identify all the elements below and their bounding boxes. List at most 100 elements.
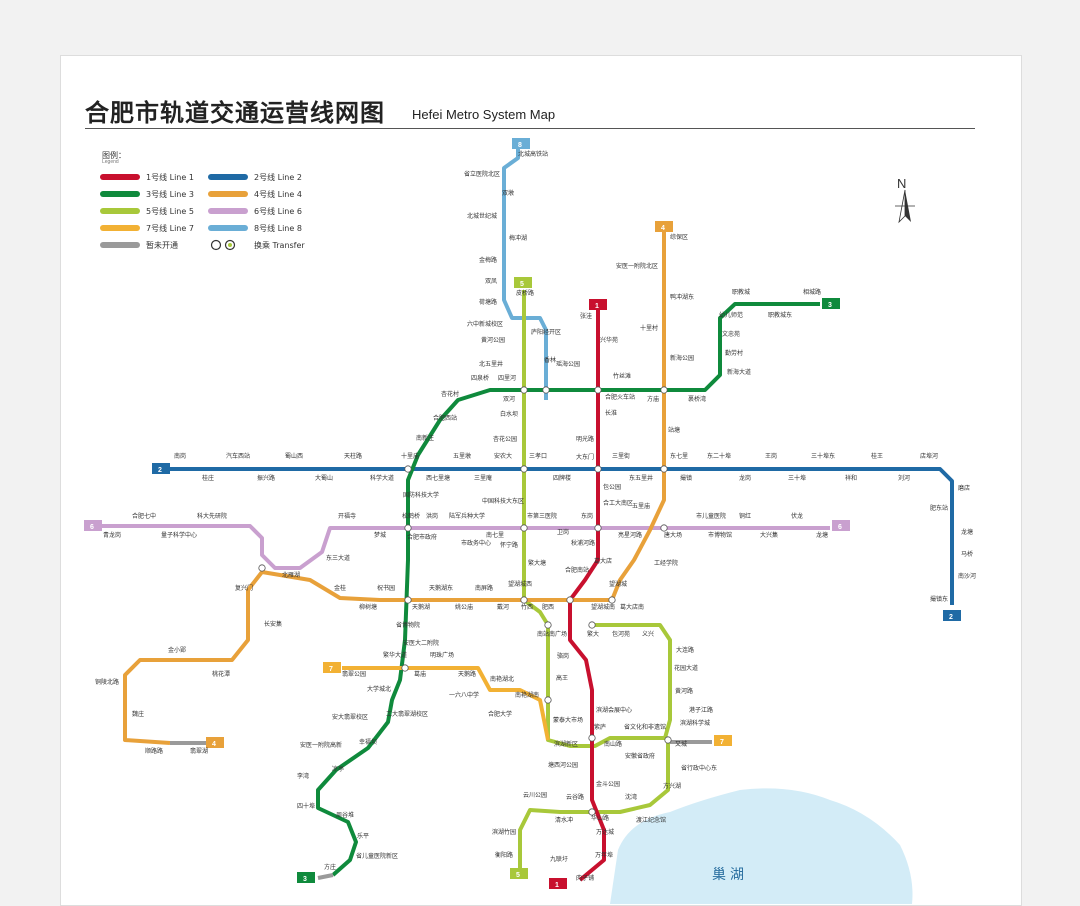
station-label: 繁大塘 bbox=[528, 559, 546, 567]
station-label: 张洼 bbox=[580, 312, 592, 320]
legend-label: 4号线 Line 4 bbox=[254, 189, 302, 199]
station-label: 望湖城南 bbox=[591, 603, 615, 611]
station-label: 桂王 bbox=[871, 452, 883, 460]
station-label: 裹桥湾 bbox=[688, 395, 706, 403]
station-label: 四十埠 bbox=[297, 802, 315, 810]
station-label: 东岗 bbox=[581, 512, 593, 520]
station-label: 科学大道 bbox=[370, 474, 394, 482]
station-label: 安徽省政府 bbox=[625, 752, 655, 760]
station-label: 职教城 bbox=[732, 288, 750, 296]
legend-item-transfer: 换乘 Transfer bbox=[208, 239, 305, 251]
station-label: 四牌楼 bbox=[553, 474, 571, 482]
station-label: 翡翠湖 bbox=[190, 747, 208, 755]
station-label: 塘西河公园 bbox=[548, 761, 578, 769]
station-label: 黄河路 bbox=[675, 687, 693, 695]
station-label: 三孝口 bbox=[529, 452, 547, 460]
station-label: 合工大南区 bbox=[603, 499, 633, 507]
station-label: 明珠广场 bbox=[430, 651, 454, 659]
station-label: 华山路 bbox=[591, 814, 609, 822]
station-label: 九联圩 bbox=[550, 855, 568, 863]
legend-item-line4: 4号线 Line 4 bbox=[208, 188, 302, 200]
station-label: 洪岗 bbox=[426, 512, 438, 520]
station-label: 繁大 bbox=[587, 630, 599, 638]
station-label: 天鹅湖东 bbox=[429, 584, 453, 592]
station-label: 衡阳路 bbox=[495, 851, 513, 859]
station-label: 竹丝滩 bbox=[613, 372, 631, 380]
station-label: 南岗 bbox=[174, 452, 186, 460]
station-label: 合肥大学 bbox=[488, 710, 512, 718]
station-label: 云川公园 bbox=[523, 792, 547, 799]
station-label: 东二十埠 bbox=[707, 452, 731, 460]
station-label: 陆军兵种大学 bbox=[449, 512, 485, 520]
legend-item-line6: 6号线 Line 6 bbox=[208, 205, 302, 217]
station-label: 新海公园 bbox=[670, 354, 694, 362]
legend-label: 7号线 Line 7 bbox=[146, 223, 194, 233]
station-label: 合肥南站 bbox=[565, 566, 589, 574]
line5-route bbox=[522, 290, 672, 748]
title-divider bbox=[85, 128, 975, 129]
station-label: 省博物院 bbox=[396, 621, 420, 629]
station-label: 伏龙 bbox=[791, 512, 803, 520]
station-label: 大兴集 bbox=[760, 531, 778, 539]
legend: 图例： Legend 1号线 Line 1 2号线 Line 2 3号线 Lin… bbox=[100, 150, 330, 260]
station-label: 合肥市政府 bbox=[407, 533, 437, 541]
station-label: 香林 bbox=[544, 356, 556, 364]
legend-item-line2: 2号线 Line 2 bbox=[208, 171, 302, 183]
station-label: 繁华大道 bbox=[383, 651, 407, 659]
legend-title: 图例： bbox=[102, 151, 126, 160]
station-label: 文忠苑 bbox=[722, 330, 740, 338]
station-label: 瑶海公园 bbox=[556, 360, 580, 368]
station-label: 皮桥路 bbox=[516, 289, 534, 297]
station-label: 李湾 bbox=[297, 772, 309, 780]
station-label: 双河 bbox=[503, 395, 515, 403]
station-label: 五里墩 bbox=[453, 452, 471, 460]
station-label: 省行政中心东 bbox=[681, 764, 717, 772]
station-label: 西七里塘 bbox=[426, 474, 450, 482]
line7-swatch bbox=[100, 225, 140, 231]
station-label: 怀宁路 bbox=[500, 541, 518, 549]
station-label: 金桂 bbox=[334, 584, 346, 592]
station-label: 店埠河 bbox=[920, 452, 938, 460]
station-label: 滨湖竹园 bbox=[492, 828, 516, 836]
station-label: 庐阳经开区 bbox=[531, 328, 561, 336]
station-label: 包公园 bbox=[603, 483, 621, 491]
station-label: 花园大道 bbox=[674, 664, 698, 672]
station-label: 省文化和非遗馆 bbox=[624, 723, 666, 731]
station-label: 唐大场 bbox=[664, 531, 682, 539]
station-label: 三里街 bbox=[612, 452, 630, 460]
legend-label: 8号线 Line 8 bbox=[254, 223, 302, 233]
station-label: 国防科技大学 bbox=[403, 491, 439, 499]
station-label: 杏花公园 bbox=[493, 435, 517, 443]
station-label: 北雁湖 bbox=[282, 571, 300, 579]
station-label: 高王 bbox=[556, 674, 568, 682]
station-label: 一六八中学 bbox=[449, 691, 479, 699]
station-label: 安医大二附院 bbox=[403, 639, 439, 647]
line-badges: 1 1 2 2 3 3 4 4 5 5 6 6 7 7 8 bbox=[84, 138, 961, 889]
station-label: 兴华苑 bbox=[600, 336, 618, 344]
badge-line5-south: 5 bbox=[516, 872, 520, 879]
station-label: 天柱路 bbox=[344, 452, 362, 460]
station-label: 合肥七中 bbox=[132, 512, 156, 520]
station-label: 肥西 bbox=[542, 604, 554, 611]
station-label: 科大先研院 bbox=[197, 512, 227, 520]
legend-item-line7: 7号线 Line 7 bbox=[100, 222, 194, 234]
station-label: 安医一附院高新 bbox=[300, 741, 342, 749]
station-label: 龙塘 bbox=[816, 531, 828, 539]
line2-swatch bbox=[208, 174, 248, 180]
station-label: 亮星河路 bbox=[618, 531, 642, 539]
station-label: 南屏路 bbox=[475, 584, 493, 592]
legend-item-not-open: 暂未开通 bbox=[100, 239, 178, 251]
station-label: 北五里井 bbox=[479, 360, 503, 368]
station-label: 金斗公园 bbox=[596, 780, 620, 788]
station-label: 望湖城西 bbox=[508, 580, 532, 588]
line8-route bbox=[502, 148, 548, 400]
station-label: 竹西 bbox=[521, 603, 533, 611]
legend-label: 2号线 Line 2 bbox=[254, 172, 302, 182]
station-label: 磨店 bbox=[958, 484, 970, 492]
badge-line6-west: 6 bbox=[90, 524, 94, 531]
station-label: 综保区 bbox=[670, 233, 688, 241]
station-label: 明光路 bbox=[576, 435, 594, 443]
lake-label: 巢湖 bbox=[712, 867, 748, 883]
station-label: 金小郢 bbox=[168, 646, 186, 654]
station-label: 清水冲 bbox=[555, 816, 573, 824]
